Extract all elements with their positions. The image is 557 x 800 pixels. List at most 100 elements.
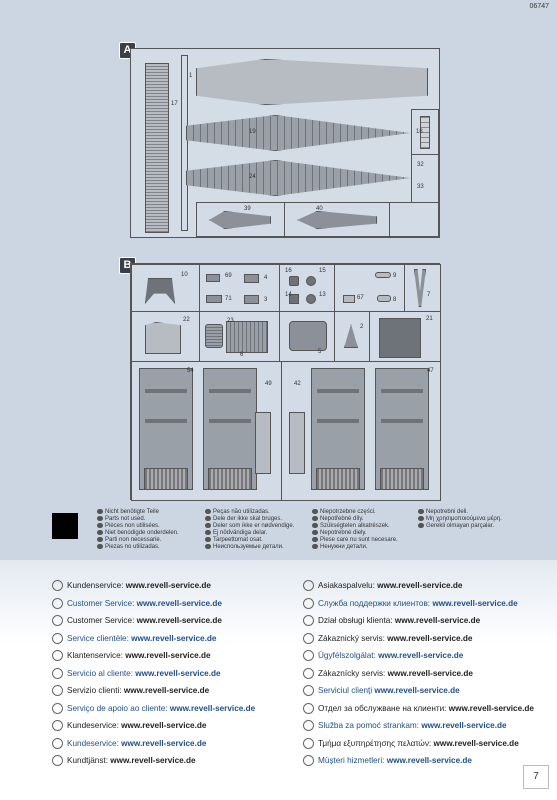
service-row: Отдел за обслужване на клиенти: www.reve… — [303, 700, 534, 718]
part-5 — [289, 321, 327, 351]
service-link[interactable]: www.revell-service.de — [387, 668, 473, 678]
part-24 — [186, 160, 410, 196]
flag-icon — [205, 516, 211, 522]
part-number: 33 — [417, 184, 424, 190]
service-link[interactable]: www.revell-service.de — [131, 633, 217, 643]
page-number: 7 — [523, 765, 549, 789]
service-row: Zákaznícky servis: www.revell-service.de — [303, 665, 534, 683]
flag-icon — [52, 702, 63, 714]
part-21 — [379, 318, 421, 358]
sprue-a-cell-32-33 — [411, 154, 439, 204]
part-number: 39 — [244, 206, 251, 212]
part-54 — [139, 368, 193, 490]
service-link[interactable]: www.revell-service.de — [110, 756, 196, 765]
legend-entry: Niepotrzebne części. — [312, 509, 398, 516]
flag-icon — [205, 509, 211, 514]
service-link[interactable]: www.revell-service.de — [448, 703, 534, 713]
part-8 — [377, 295, 391, 302]
flag-icon — [312, 516, 318, 522]
part-number: 10 — [181, 272, 188, 278]
flag-icon — [205, 523, 211, 529]
legend-entry: Ej nödvändiga delar. — [205, 530, 294, 537]
flag-icon — [418, 509, 424, 514]
service-row: Service clientèle: www.revell-service.de — [52, 630, 255, 648]
legend-entry: Nicht benötigte Teile — [97, 509, 179, 516]
flag-icon — [97, 509, 103, 514]
service-link[interactable]: www.revell-service.de — [136, 616, 222, 625]
part-number: 13 — [319, 292, 326, 298]
sprue-a-cell-empty — [389, 202, 439, 237]
service-row: Kundeservice: www.revell-service.de — [52, 735, 255, 753]
document-code: 06747 — [529, 3, 549, 10]
part-number: 5 — [318, 349, 322, 355]
service-link[interactable]: www.revell-service.de — [421, 721, 507, 730]
service-link[interactable]: www.revell-service.de — [377, 581, 463, 590]
flag-icon — [205, 544, 211, 550]
service-link[interactable]: www.revell-service.de — [121, 721, 207, 730]
service-row: Müşteri hizmetleri: www.revell-service.d… — [303, 752, 534, 770]
service-row: Customer Service: www.revell-service.de — [52, 595, 255, 613]
flag-icon — [97, 544, 103, 550]
service-link[interactable]: www.revell-service.de — [432, 598, 518, 608]
legend-entry: Nepotrebné diely. — [312, 530, 398, 537]
service-row: Служба поддержки клиентов: www.revell-se… — [303, 595, 534, 613]
flag-icon — [97, 537, 103, 543]
legend-entry: Gerekli olmayan parçalar. — [418, 523, 502, 530]
part-number: 69 — [225, 273, 232, 279]
part-47 — [375, 368, 429, 490]
legend-entry: Szükségtelen alkatrészek. — [312, 523, 398, 530]
legend-entry: Peças não utilizadas. — [205, 509, 294, 516]
service-link[interactable]: www.revell-service.de — [386, 756, 472, 765]
flag-icon — [312, 523, 318, 529]
service-link[interactable]: www.revell-service.de — [394, 616, 481, 625]
part-number: 40 — [316, 206, 323, 212]
part-number: 1 — [189, 73, 193, 79]
service-link[interactable]: www.revell-service.de — [123, 686, 210, 695]
part-number: 16 — [285, 268, 292, 274]
legend-entry: Niet benodigde onderdelen. — [97, 530, 179, 537]
flag-icon — [303, 597, 314, 609]
service-link[interactable]: www.revell-service.de — [121, 738, 207, 748]
part-number: 14 — [285, 292, 292, 298]
part-9 — [375, 272, 391, 278]
service-row: Služba za pomoć strankam: www.revell-ser… — [303, 717, 534, 735]
flag-icon — [303, 632, 314, 644]
part-number: 17 — [171, 101, 178, 107]
flag-icon — [52, 667, 63, 679]
legend-entry: Parti non necessarie. — [97, 537, 179, 544]
service-link[interactable]: www.revell-service.de — [374, 686, 460, 695]
part-67 — [343, 295, 355, 303]
flag-icon — [312, 509, 318, 514]
part-number: 47 — [427, 368, 434, 374]
service-link[interactable]: www.revell-service.de — [378, 651, 464, 660]
legend-entry: Nepotrebni deli. — [418, 509, 502, 516]
flag-icon — [52, 737, 63, 749]
service-link[interactable]: www.revell-service.de — [125, 651, 211, 660]
flag-icon — [303, 650, 314, 662]
part-number: 8 — [393, 297, 397, 303]
service-link[interactable]: www.revell-service.de — [433, 738, 519, 748]
sprue-b-cell-69-71 — [199, 264, 281, 313]
service-link[interactable]: www.revell-service.de — [135, 668, 221, 678]
service-link[interactable]: www.revell-service.de — [387, 633, 473, 643]
service-link[interactable]: www.revell-service.de — [136, 598, 222, 608]
flag-icon — [418, 523, 424, 529]
part-number: 42 — [294, 381, 301, 387]
service-row: Serviço de apoio ao cliente: www.revell-… — [52, 700, 255, 718]
part-71 — [206, 295, 222, 303]
service-link[interactable]: www.revell-service.de — [169, 703, 256, 713]
flag-icon — [303, 702, 314, 714]
part-42-flap — [289, 412, 305, 474]
legend-column-3: Niepotrzebne części. Nepotřebné díly. Sz… — [312, 509, 398, 551]
service-link[interactable]: www.revell-service.de — [125, 581, 211, 590]
service-row: Dział obsługi klienta: www.revell-servic… — [303, 612, 534, 630]
part-number: 2 — [360, 324, 364, 330]
flag-icon — [312, 537, 318, 543]
flag-icon — [303, 580, 314, 592]
part-69 — [206, 274, 220, 282]
part-number: 24 — [249, 174, 256, 180]
flag-icon — [418, 516, 424, 522]
part-number: 9 — [393, 273, 397, 279]
flag-icon — [52, 632, 63, 644]
service-row: Customer Service: www.revell-service.de — [52, 612, 255, 630]
